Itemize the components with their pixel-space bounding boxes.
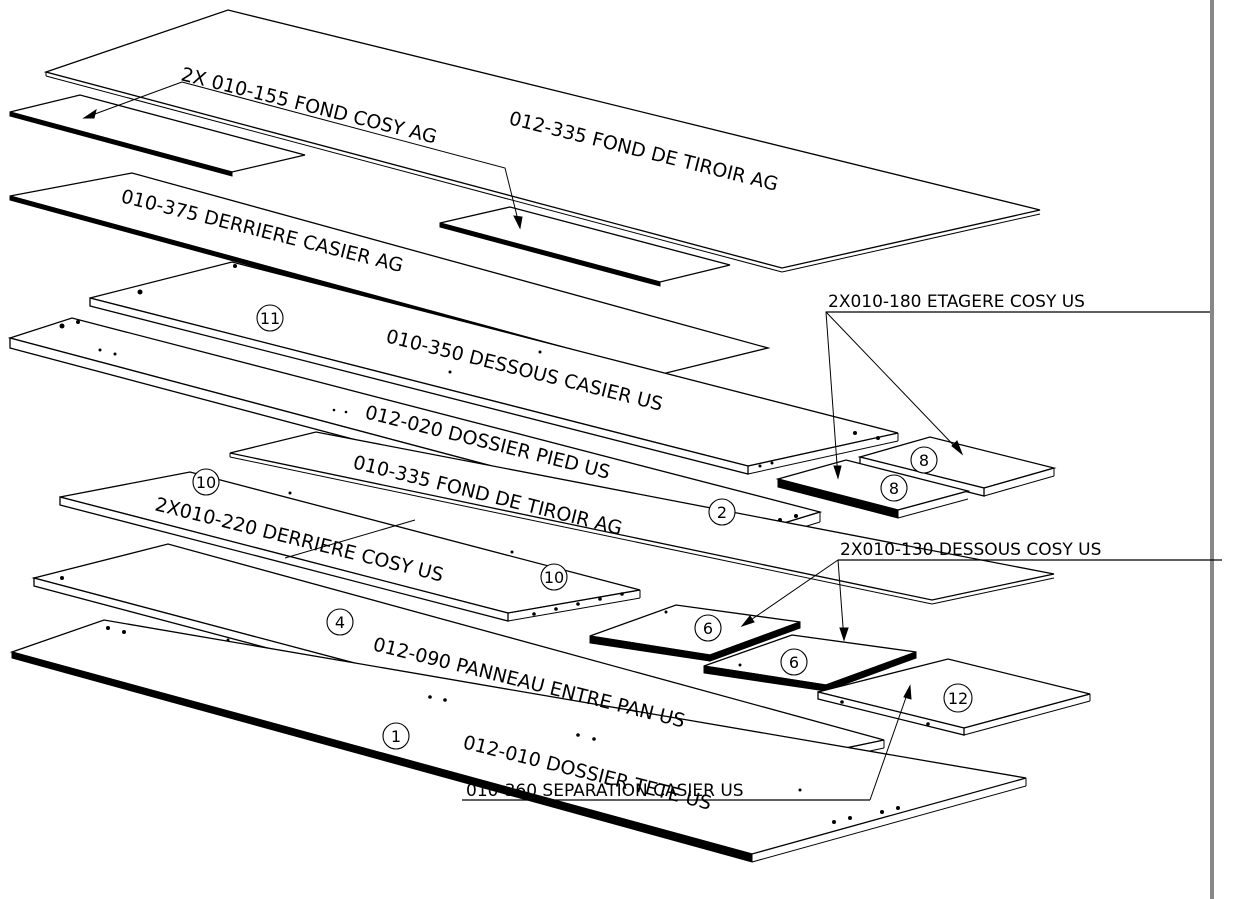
svg-text:10: 10: [196, 473, 216, 492]
balloon-4: 4: [326, 608, 354, 636]
balloon-8b: 8: [880, 474, 908, 502]
balloon-10b: 10: [540, 563, 568, 591]
svg-text:2: 2: [717, 503, 727, 522]
label-010-360: 010-360 SEPARATION CASIER US: [466, 781, 744, 801]
frame-border: [1210, 0, 1214, 899]
panel-012-335: [43, 9, 1041, 273]
panel-010-180-a: [857, 436, 1057, 497]
balloon-2: 2: [708, 498, 736, 526]
svg-text:1: 1: [391, 727, 401, 746]
svg-text:11: 11: [260, 309, 280, 328]
balloon-1: 1: [382, 722, 410, 750]
panel-010-220: [59, 471, 641, 622]
svg-text:10: 10: [544, 568, 564, 587]
balloon-6b: 6: [780, 648, 808, 676]
svg-text:6: 6: [789, 653, 799, 672]
panel-012-010: [9, 619, 1027, 863]
svg-text:8: 8: [919, 451, 929, 470]
panel-010-180-b: [775, 459, 971, 519]
svg-text:4: 4: [335, 613, 345, 632]
panel-010-335: [229, 431, 1055, 605]
balloon-11: 11: [256, 304, 284, 332]
balloon-10a: 10: [192, 468, 220, 496]
balloon-6a: 6: [694, 614, 722, 642]
balloon-8a: 8: [910, 446, 938, 474]
panel-010-350: [89, 261, 899, 475]
svg-text:6: 6: [703, 619, 713, 638]
balloon-12: 12: [943, 683, 973, 713]
svg-text:8: 8: [889, 479, 899, 498]
panel-010-155-right: [439, 206, 731, 287]
panel-010-155-left: [9, 94, 306, 177]
label-010-180: 2X010-180 ETAGERE COSY US: [828, 292, 1085, 312]
svg-text:12: 12: [948, 689, 968, 708]
label-010-130: 2X010-130 DESSOUS COSY US: [840, 540, 1101, 560]
